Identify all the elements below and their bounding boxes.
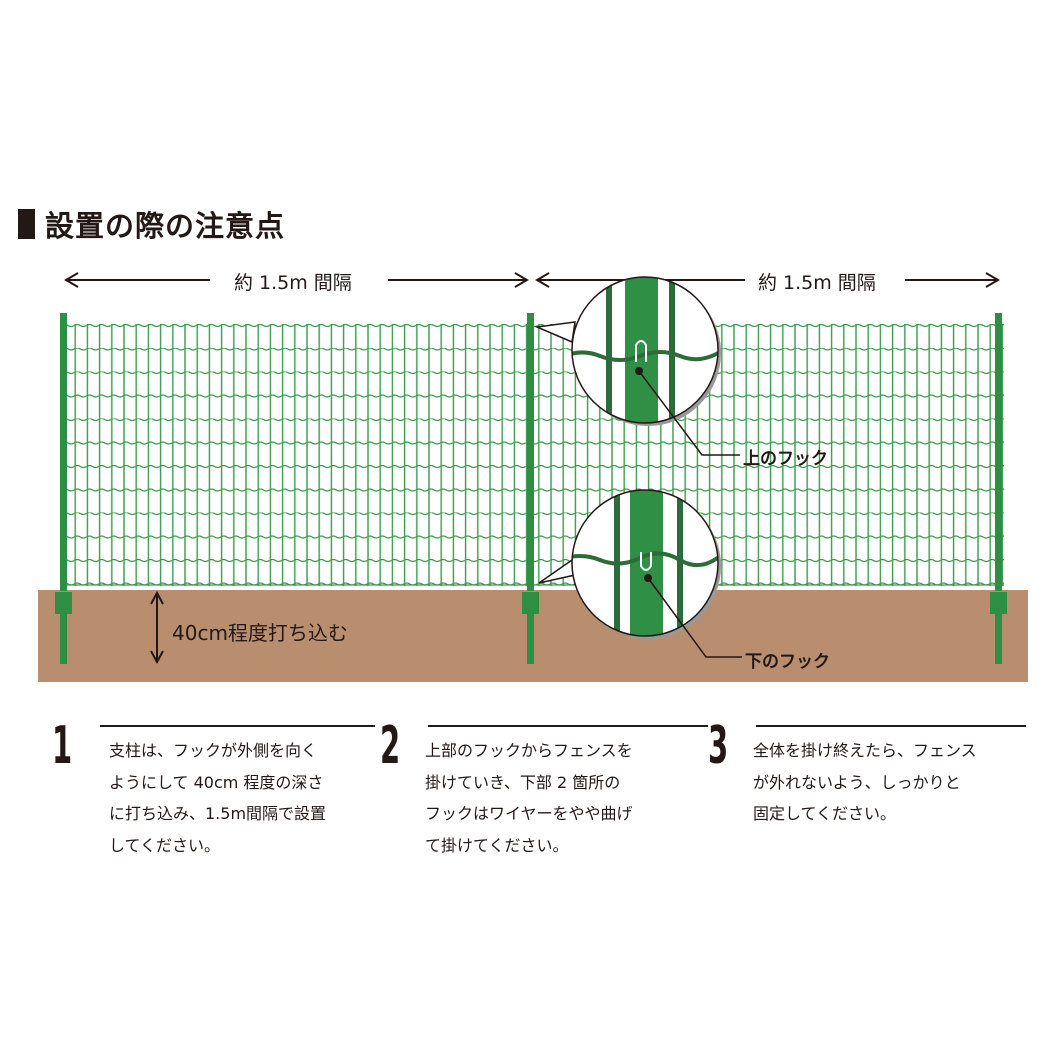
lower-hook-callout: [538, 489, 742, 658]
fence-diagram: [38, 272, 1028, 682]
upper-hook-label: 上のフック: [743, 449, 828, 469]
step-text: 上部のフックからフェンスを 掛けていき、下部 2 箇所の フックはワイヤーをやや…: [425, 741, 633, 855]
step-text: 全体を掛け終えたら、フェンス が外れないよう、しっかりと 固定してください。: [753, 741, 977, 823]
depth-arrow: [150, 590, 164, 665]
left-span-label: 約 1.5m 間隔: [228, 268, 358, 295]
step-divider: [428, 725, 708, 727]
title-text: 設置の際の注意点: [45, 209, 286, 243]
page-title: 設置の際の注意点: [18, 203, 285, 245]
depth-label: 40cm程度打ち込む: [172, 621, 348, 645]
title-marker-icon: [18, 209, 35, 239]
right-span-label: 約 1.5m 間隔: [752, 268, 882, 295]
upper-hook-callout: [534, 276, 740, 456]
step-number: 2: [380, 716, 401, 776]
step-divider: [100, 725, 375, 727]
fence-posts: [55, 313, 1007, 664]
step-text: 支柱は、フックが外側を向く ようにして 40cm 程度の深さ に打ち込み、1.5…: [109, 741, 327, 855]
step-divider: [756, 725, 1026, 727]
step-number: 3: [708, 716, 729, 776]
step-number: 1: [52, 716, 73, 776]
lower-hook-label: 下のフック: [745, 652, 830, 672]
